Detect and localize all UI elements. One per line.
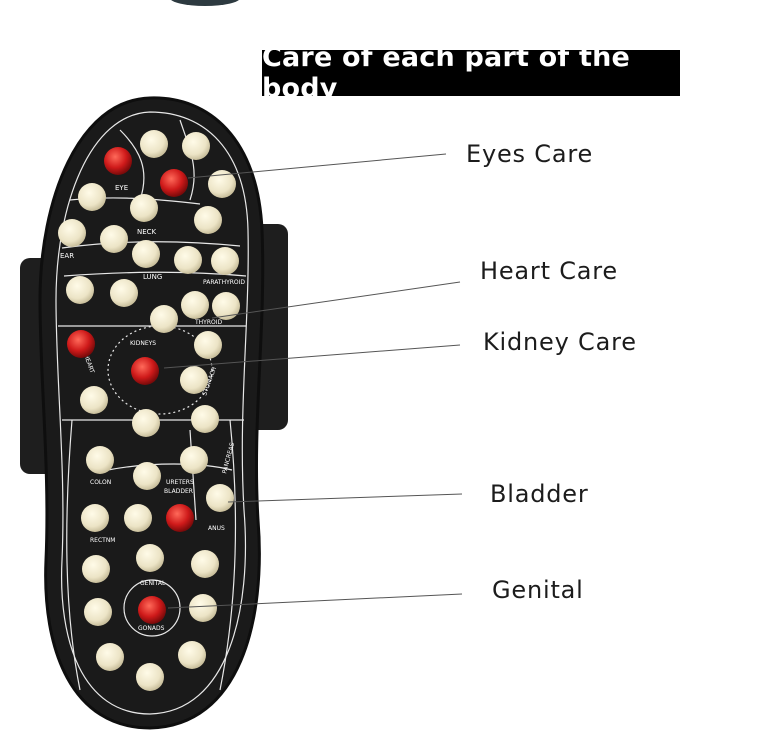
zone-parathyroid: PARATHYROID [203, 279, 245, 286]
cream-nubs [58, 130, 240, 691]
top-edge-shape [170, 0, 240, 6]
red-nubs [67, 147, 194, 624]
callout-heart-care: Heart Care [480, 257, 618, 285]
callout-kidney-care: Kidney Care [483, 328, 637, 356]
zone-lung: LUNG [143, 273, 162, 281]
callout-genital: Genital [492, 576, 584, 604]
sole-outline-lines [55, 111, 249, 715]
zone-neck: NECK [137, 228, 157, 236]
zone-ear: EAR [60, 252, 74, 260]
zone-bladder: BLADDER [164, 488, 193, 495]
zone-rectum: RECTNM [90, 537, 115, 544]
callout-bladder: Bladder [490, 480, 589, 508]
zone-eye: EYE [115, 184, 128, 192]
leader-lines [163, 153, 463, 609]
zone-kidneys: KIDNEYS [130, 340, 156, 347]
zone-colon: COLON [90, 479, 111, 486]
zone-genital: GENITAL [140, 580, 166, 587]
callout-eyes-care: Eyes Care [466, 140, 594, 168]
zone-gonads: GONADS [138, 625, 165, 632]
zone-anus: ANUS [208, 525, 225, 532]
zone-ureters: URETERS [166, 479, 194, 486]
zone-thyroid: THYROID [194, 319, 223, 326]
